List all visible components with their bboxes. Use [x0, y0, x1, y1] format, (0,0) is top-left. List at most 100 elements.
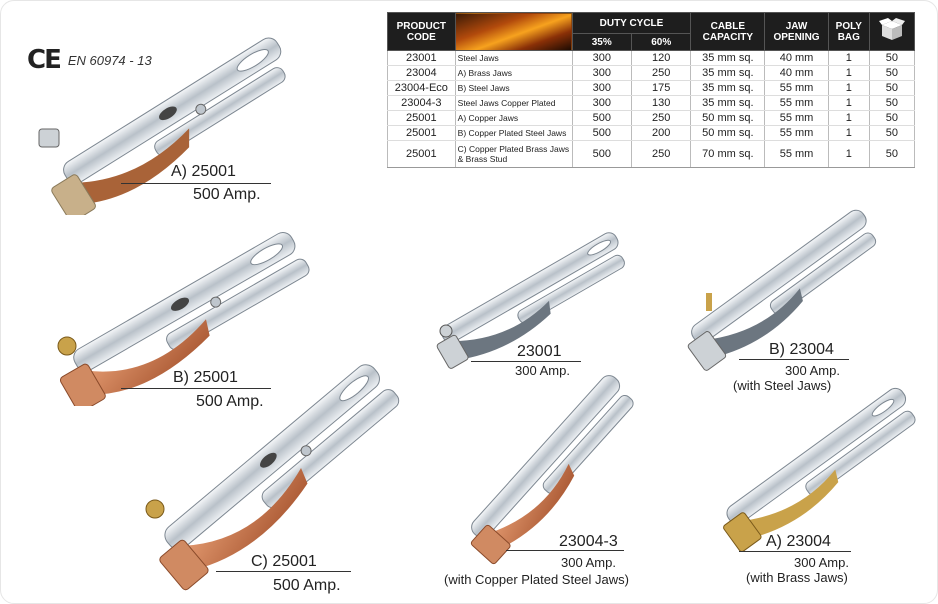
cell-poly-bag: 1: [827, 140, 870, 168]
underline-p3: [216, 571, 351, 572]
cell-box-qty: 50: [868, 110, 916, 126]
clamp-a-25001: [38, 37, 286, 215]
cell-jaw-opening: 40 mm: [764, 50, 829, 66]
cell-poly-bag: 1: [827, 65, 870, 81]
product-rating-p6: 300 Amp.: [561, 555, 616, 570]
col-cable-capacity: CABLE CAPACITY: [690, 12, 766, 51]
cell-poly-bag: 1: [827, 80, 870, 96]
clamp-a-23004: [723, 387, 916, 553]
header-photo: [454, 12, 573, 51]
cell-description: B) Steel Jaws: [454, 80, 573, 96]
spec-table: PRODUCT CODE DUTY CYCLE CABLE CAPACITY J…: [387, 11, 916, 168]
product-note-p7: (with Brass Jaws): [746, 570, 848, 585]
product-note-p5: (with Steel Jaws): [733, 378, 832, 393]
cell-cable-capacity: 35 mm sq.: [690, 80, 766, 96]
cell-code: 23001: [387, 50, 456, 66]
box-icon: [878, 18, 905, 40]
col-box: [868, 12, 916, 51]
cell-poly-bag: 1: [827, 95, 870, 111]
cell-duty-35: 500: [571, 110, 632, 126]
cell-cable-capacity: 50 mm sq.: [690, 125, 766, 141]
cell-duty-60: 250: [630, 140, 692, 168]
cell-jaw-opening: 55 mm: [764, 95, 829, 111]
cell-cable-capacity: 35 mm sq.: [690, 95, 766, 111]
cell-jaw-opening: 40 mm: [764, 65, 829, 81]
cell-duty-35: 300: [571, 50, 632, 66]
cell-box-qty: 50: [868, 95, 916, 111]
underline-p5: [739, 359, 849, 360]
underline-p6: [506, 550, 624, 551]
product-rating-p4: 300 Amp.: [515, 363, 570, 378]
col-poly-bag: POLY BAG: [827, 12, 870, 51]
cell-box-qty: 50: [868, 140, 916, 168]
product-name-p6: 23004-3: [559, 533, 618, 550]
ce-mark: CE: [27, 45, 62, 75]
cell-description: Steel Jaws Copper Plated: [454, 95, 573, 111]
cell-cable-capacity: 50 mm sq.: [690, 110, 766, 126]
cell-duty-35: 300: [571, 95, 632, 111]
product-name-p7: A) 23004: [766, 533, 831, 550]
underline-p1: [121, 183, 271, 184]
clamp-23004-3: [470, 375, 634, 565]
cell-duty-35: 500: [571, 140, 632, 168]
standard-label: EN 60974 - 13: [67, 52, 152, 68]
product-name-p1: A) 25001: [171, 163, 236, 180]
cell-jaw-opening: 55 mm: [764, 125, 829, 141]
cell-jaw-opening: 55 mm: [764, 140, 829, 168]
col-35: 35%: [571, 33, 632, 51]
cell-duty-60: 175: [630, 80, 692, 96]
product-rating-p2: 500 Amp.: [196, 393, 264, 410]
cell-duty-60: 250: [630, 110, 692, 126]
certification: CE EN 60974 - 13: [27, 45, 152, 75]
cell-code: 23004-3: [387, 95, 456, 111]
cell-description: A) Copper Jaws: [454, 110, 573, 126]
product-note-p6: (with Copper Plated Steel Jaws): [444, 572, 629, 587]
product-name-p4: 23001: [517, 343, 562, 360]
cell-jaw-opening: 55 mm: [764, 80, 829, 96]
cell-duty-35: 300: [571, 80, 632, 96]
clamp-23001: [436, 232, 625, 369]
product-rating-p1: 500 Amp.: [193, 186, 261, 203]
col-duty-cycle: DUTY CYCLE: [571, 11, 692, 35]
clamp-b-25001: [57, 232, 310, 406]
cell-box-qty: 50: [868, 65, 916, 81]
cell-description: Steel Jaws: [454, 50, 573, 66]
col-60: 60%: [630, 33, 692, 51]
cell-poly-bag: 1: [827, 110, 870, 126]
cell-jaw-opening: 55 mm: [764, 110, 829, 126]
cell-duty-35: 500: [571, 125, 632, 141]
clamp-b-23004: [687, 209, 877, 371]
clamp-c-25001: [145, 364, 400, 591]
cell-box-qty: 50: [868, 50, 916, 66]
cell-code: 23004-Eco: [387, 80, 456, 96]
cell-duty-60: 130: [630, 95, 692, 111]
cell-code: 25001: [387, 125, 456, 141]
cell-duty-60: 120: [630, 50, 692, 66]
underline-p7: [739, 551, 851, 552]
cell-poly-bag: 1: [827, 50, 870, 66]
cell-duty-35: 300: [571, 65, 632, 81]
product-rating-p7: 300 Amp.: [794, 555, 849, 570]
col-jaw-opening: JAW OPENING: [764, 12, 829, 51]
cell-box-qty: 50: [868, 80, 916, 96]
underline-p4: [471, 361, 581, 362]
product-rating-p5: 300 Amp.: [785, 363, 840, 378]
cell-code: 25001: [387, 110, 456, 126]
cell-code: 23004: [387, 65, 456, 81]
cell-code: 25001: [387, 140, 456, 168]
cell-description: C) Copper Plated Brass Jaws & Brass Stud: [454, 140, 573, 168]
product-name-p2: B) 25001: [173, 369, 238, 386]
cell-cable-capacity: 70 mm sq.: [690, 140, 766, 168]
product-name-p5: B) 23004: [769, 341, 834, 358]
cell-cable-capacity: 35 mm sq.: [690, 65, 766, 81]
cell-duty-60: 250: [630, 65, 692, 81]
product-rating-p3: 500 Amp.: [273, 577, 341, 594]
underline-p2: [121, 388, 271, 389]
